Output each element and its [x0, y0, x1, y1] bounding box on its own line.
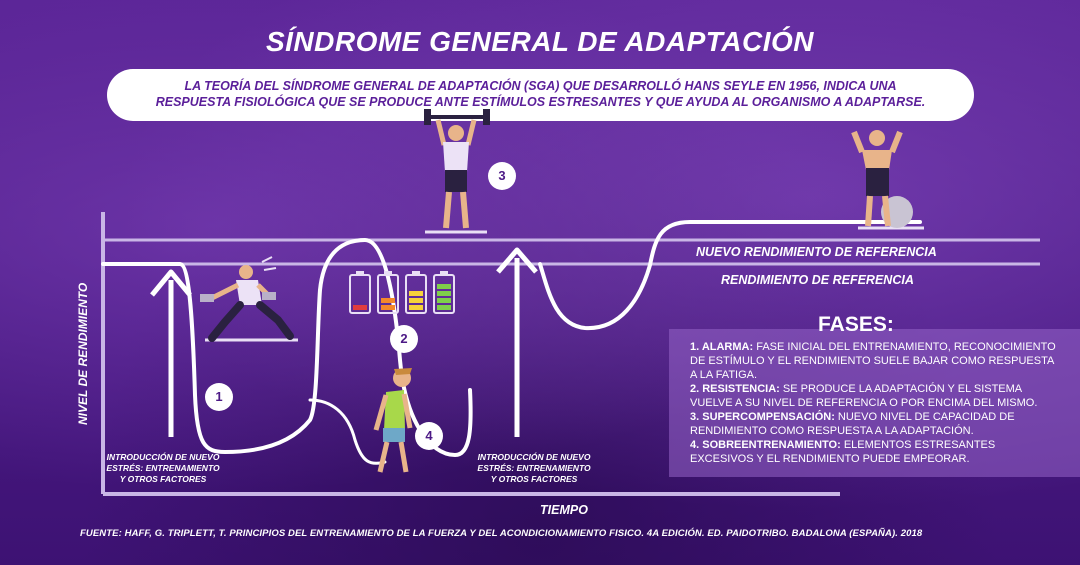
fit-athlete-illustration [851, 130, 924, 230]
stress-note-line: INTRODUCCIÓN DE NUEVO [106, 452, 220, 462]
phases-title: FASES: [818, 313, 894, 336]
phase-item-resistance: 2. RESISTENCIA: SE PRODUCE LA ADAPTACIÓN… [690, 382, 1060, 410]
page-title: SÍNDROME GENERAL DE ADAPTACIÓN [265, 26, 815, 57]
intro-line-2: RESPUESTA FISIOLÓGICA QUE SE PRODUCE ANT… [155, 95, 926, 109]
new-reference-label: NUEVO RENDIMIENTO DE REFERENCIA [696, 245, 937, 259]
phase-description: SE PRODUCE LA ADAPTACIÓN Y EL SISTEMA VU… [690, 383, 1038, 409]
intro-line-1: LA TEORÍA DEL SÍNDROME GENERAL DE ADAPTA… [184, 79, 897, 93]
phase-name: 4. SOBREENTRENAMIENTO: [690, 439, 841, 451]
battery-icons [349, 271, 455, 314]
step-marker-1: 1 [205, 383, 233, 411]
stress-note-line: Y OTROS FACTORES [119, 474, 207, 484]
phase-item-supercompensation: 3. SUPERCOMPENSACIÓN: NUEVO NIVEL DE CAP… [690, 410, 1060, 438]
performance-curve-second [538, 220, 922, 331]
step-marker-4: 4 [415, 422, 443, 450]
battery-icon [349, 271, 371, 314]
phase-name: 3. SUPERCOMPENSACIÓN: [690, 411, 835, 423]
stress-note-2: INTRODUCCIÓN DE NUEVO ESTRÉS: ENTRENAMIE… [469, 452, 599, 485]
reference-label: RENDIMIENTO DE REFERENCIA [721, 273, 914, 287]
phases-panel [669, 329, 1080, 477]
phase-item-alarm: 1. ALARMA: FASE INICIAL DEL ENTRENAMIENT… [690, 340, 1060, 382]
stress-note-line: Y OTROS FACTORES [490, 474, 578, 484]
overhead-lifter-illustration [424, 109, 490, 234]
stress-note-line: ESTRÉS: ENTRENAMIENTO [106, 463, 220, 473]
battery-icon [377, 271, 399, 314]
battery-icon [405, 271, 427, 314]
performance-curve-dip-4 [308, 398, 387, 465]
battery-icon [433, 271, 455, 314]
intro-box: LA TEORÍA DEL SÍNDROME GENERAL DE ADAPTA… [107, 69, 974, 121]
x-axis-label: TIEMPO [540, 503, 588, 517]
step-marker-2: 2 [390, 325, 418, 353]
stress-note-line: INTRODUCCIÓN DE NUEVO [477, 452, 591, 462]
phase-name: 2. RESISTENCIA: [690, 383, 780, 395]
stress-note-1: INTRODUCCIÓN DE NUEVO ESTRÉS: ENTRENAMIE… [98, 452, 228, 485]
phase-description: NUEVO NIVEL DE CAPACIDAD DE RENDIMIENTO … [690, 411, 1015, 437]
y-axis-label: NIVEL DE RENDIMIENTO [76, 282, 90, 425]
phase-name: 1. ALARMA: [690, 341, 754, 353]
step-marker-3: 3 [488, 162, 516, 190]
arrow-up-2 [496, 247, 538, 437]
stress-note-line: ESTRÉS: ENTRENAMIENTO [477, 463, 591, 473]
tired-athlete-illustration [373, 368, 413, 473]
phase-description: ELEMENTOS ESTRESANTES EXCESIVOS Y EL REN… [690, 439, 996, 465]
phase-description: FASE INICIAL DEL ENTRENAMIENTO, RECONOCI… [690, 341, 1056, 381]
source-citation: FUENTE: HAFF, G. TRIPLETT, T. PRINCIPIOS… [80, 528, 923, 539]
arrow-up-1 [150, 269, 192, 437]
lunging-athlete-illustration [200, 256, 298, 342]
phase-item-overtraining: 4. SOBREENTRENAMIENTO: ELEMENTOS ESTRESA… [690, 438, 1060, 466]
